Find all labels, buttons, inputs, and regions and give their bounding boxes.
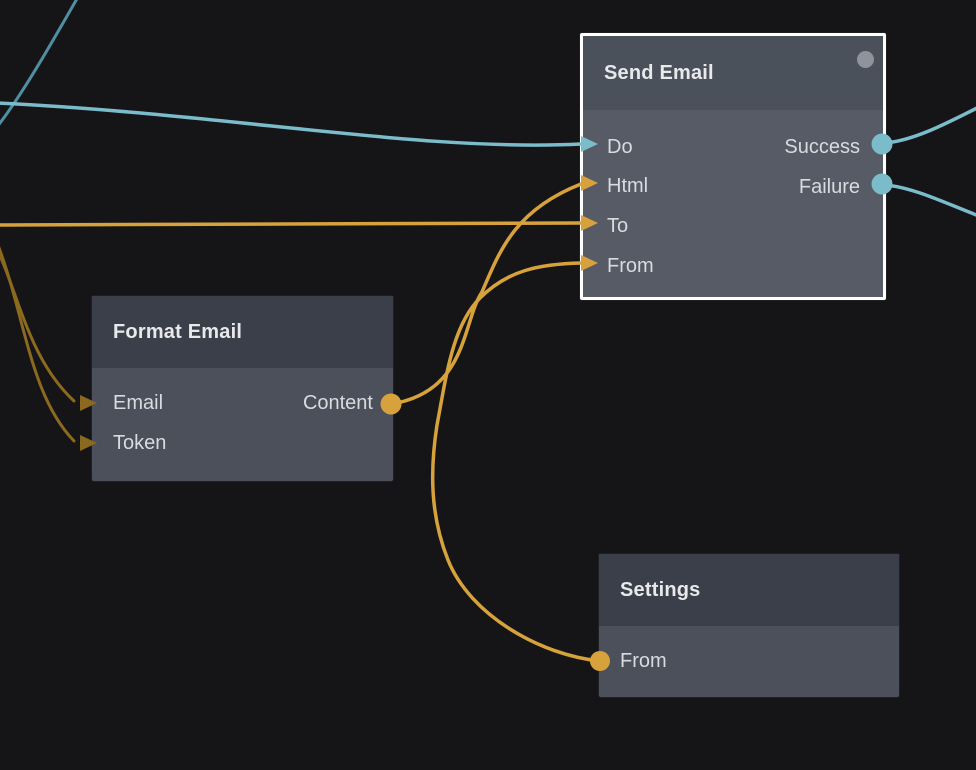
- node-settings[interactable]: Settings From: [599, 554, 899, 697]
- port-label-from: From: [620, 650, 667, 672]
- port-label-from: From: [607, 255, 654, 277]
- wire-to-in[interactable]: [0, 221, 583, 227]
- wire-content-to-html[interactable]: [389, 182, 583, 406]
- port-label-html: Html: [607, 175, 649, 197]
- node-send-email-header[interactable]: Send Email: [583, 36, 883, 110]
- node-format-email-header[interactable]: Format Email: [92, 296, 393, 368]
- wire-do-in[interactable]: [0, 101, 583, 147]
- wire-success-out[interactable]: [884, 106, 976, 145]
- port-label-success: Success: [784, 136, 860, 158]
- node-title: Format Email: [113, 320, 243, 343]
- wire-settings-from-to-from[interactable]: [430, 261, 602, 663]
- port-label-failure: Failure: [798, 176, 860, 198]
- node-format-email[interactable]: Format Email Email Token Content: [92, 296, 393, 481]
- wire-token-in[interactable]: [0, 245, 76, 443]
- wire-passing-teal[interactable]: [0, 0, 79, 127]
- node-settings-header[interactable]: Settings: [599, 554, 899, 626]
- wire-failure-out[interactable]: [884, 183, 976, 217]
- port-label-email: Email: [113, 392, 164, 414]
- node-title: Settings: [620, 578, 701, 601]
- node-title: Send Email: [604, 61, 714, 84]
- port-label-to: To: [607, 215, 629, 237]
- node-send-email[interactable]: Send Email Do Html To From Success Failu…: [580, 33, 886, 300]
- port-label-content: Content: [302, 392, 373, 414]
- port-label-token: Token: [113, 432, 167, 454]
- status-dot-icon: [857, 51, 874, 68]
- wire-email-in[interactable]: [0, 251, 76, 403]
- port-label-do: Do: [607, 136, 633, 158]
